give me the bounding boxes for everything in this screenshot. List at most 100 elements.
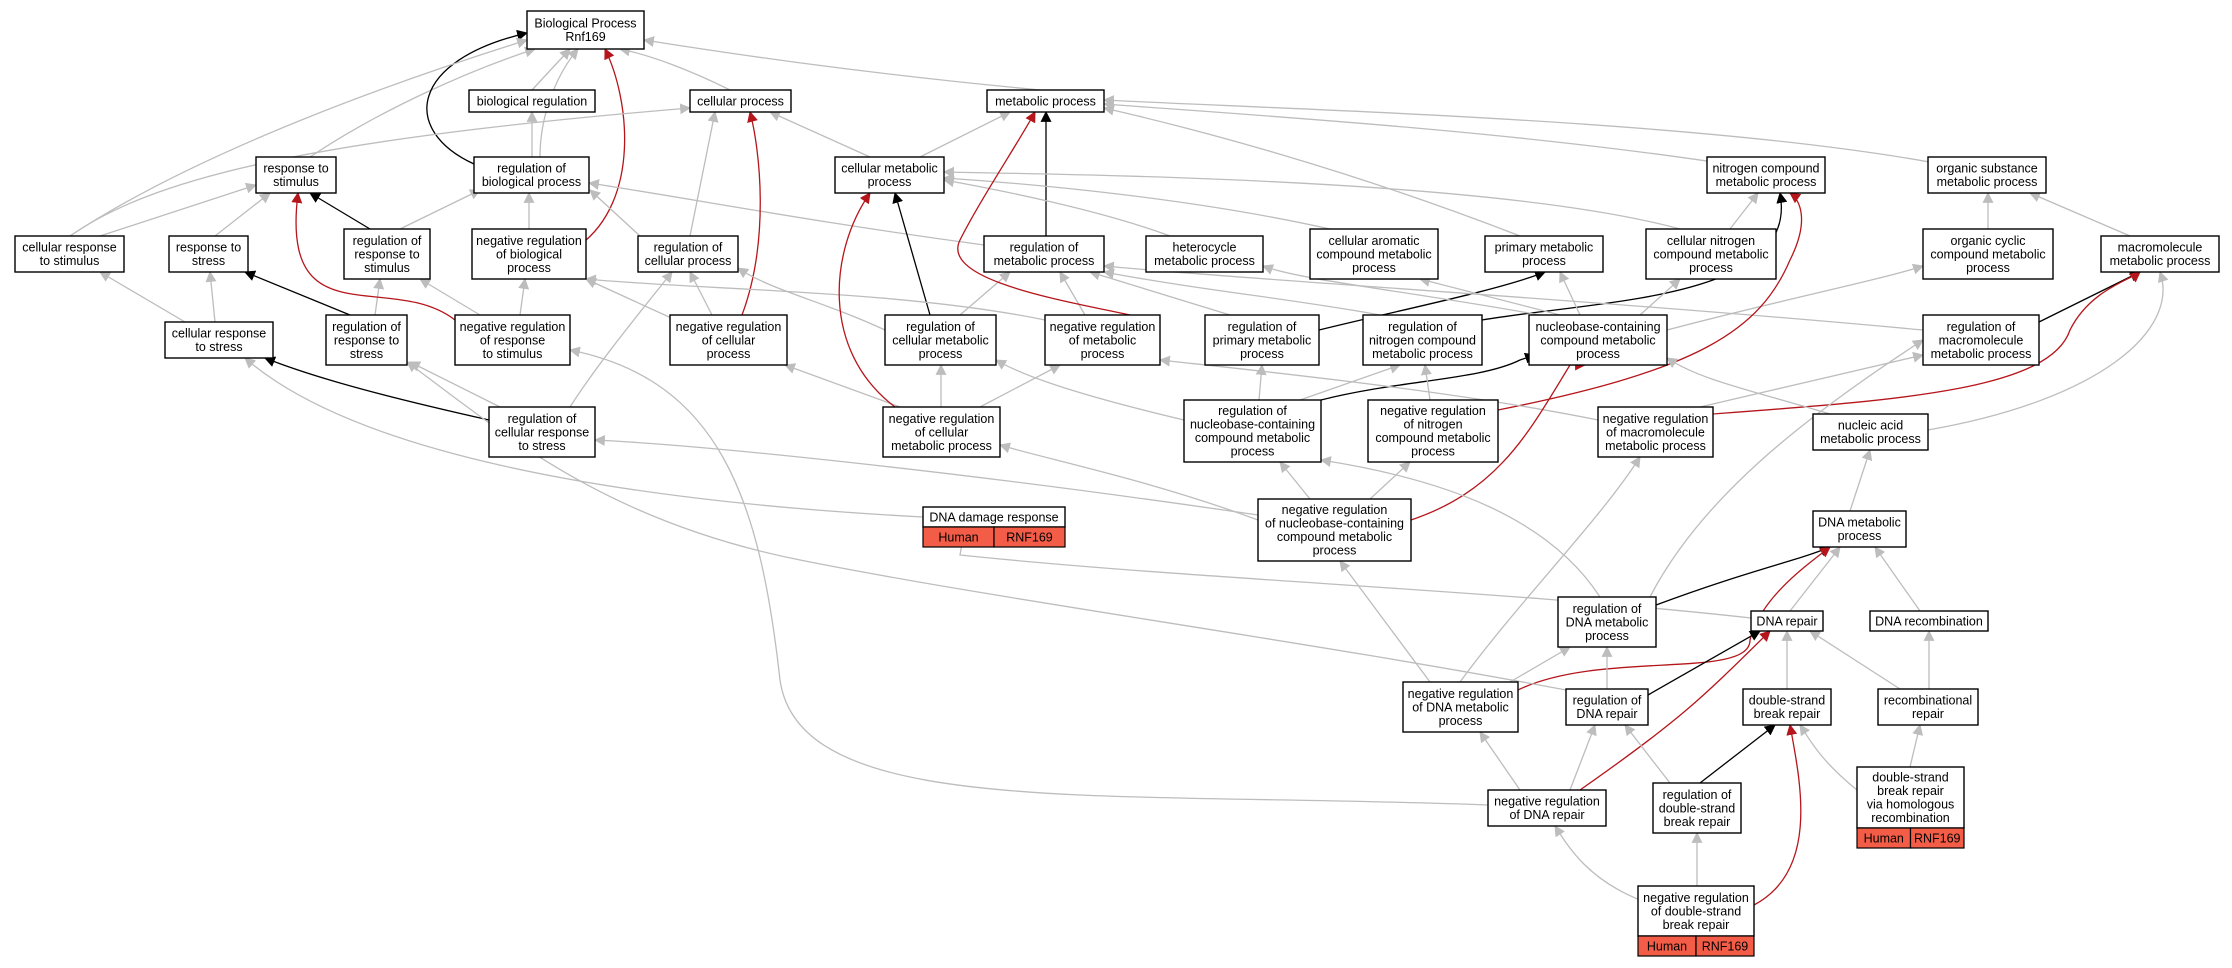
node-label-line: Biological Process <box>534 17 636 31</box>
edge-regulation-of-cellular-response-to-stress-to-regulation-of-cellular-process <box>569 271 673 408</box>
node-biological-regulation[interactable]: biological regulation <box>468 89 596 113</box>
node-label-line: of metabolic <box>1069 333 1136 347</box>
edge-dna-recombination-to-dna-metabolic-process <box>1874 546 1921 612</box>
edge-response-to-stress-to-response-to-stimulus <box>214 192 271 237</box>
node-label-line: DNA repair <box>1576 707 1637 721</box>
node-label-line: of nucleobase-containing <box>1265 517 1404 531</box>
node-label-line: process <box>919 347 963 361</box>
edge-primary-metabolic-process-to-metabolic-process <box>1102 104 1521 237</box>
node-label-line: cellular metabolic <box>841 162 938 176</box>
node-box <box>1750 610 1824 632</box>
node-metabolic-process[interactable]: metabolic process <box>986 89 1105 113</box>
node-label-line: process <box>868 175 912 189</box>
node-label-line: compound metabolic <box>1375 431 1490 445</box>
node-box <box>473 156 590 194</box>
node-label-line: of cellular <box>702 333 756 347</box>
species-label: Human <box>1647 939 1687 953</box>
edge-cellular-response-to-stimulus-to-response-to-stimulus <box>99 182 258 237</box>
node-box <box>1309 228 1439 280</box>
node-label-line: negative regulation <box>889 412 995 426</box>
node-cellular-process[interactable]: cellular process <box>689 89 792 113</box>
node-label-line: process <box>1522 254 1566 268</box>
node-box <box>1927 156 2047 194</box>
node-box <box>164 321 274 359</box>
edge-cellular-nitrogen-compound-metabolic-process-to-nitrogen-compound-metabolic-process <box>1729 192 1759 230</box>
node-label-line: DNA metabolic <box>1566 615 1649 629</box>
edge-negative-regulation-of-dna-metabolic-process-to-regulation-of-dna-metabolic-process <box>1509 646 1571 683</box>
edge-cellular-metabolic-process-to-metabolic-process <box>919 111 1011 158</box>
node-label-line: regulation of <box>1388 320 1457 334</box>
node-box <box>488 406 596 458</box>
edge-regulation-of-dna-repair-to-dna-repair <box>1647 630 1761 696</box>
node-label-line: metabolic process <box>1931 347 2032 361</box>
edge-regulation-of-nitrogen-compound-metabolic-process-to-regulation-of-metabolic-process <box>1102 268 1381 316</box>
node-box <box>1597 406 1714 458</box>
node-label-line: of DNA metabolic <box>1412 700 1509 714</box>
node-dna-recombination[interactable]: DNA recombination <box>1869 610 1989 632</box>
node-label-line: break repair <box>1877 784 1944 798</box>
edge-nitrogen-compound-metabolic-process-to-metabolic-process <box>1102 99 1721 164</box>
edge-organic-substance-metabolic-process-to-metabolic-process <box>1102 95 1936 164</box>
species-label: Human <box>1864 831 1904 845</box>
node-label-line: of biological <box>496 247 562 261</box>
edge-negative-regulation-of-nucleobase-containing-compound-metabolic-process-to-negative-regulation-of-cellular-metabolic-process <box>998 442 1259 521</box>
node-label-line: negative regulation <box>1603 412 1709 426</box>
node-label-line: to stress <box>518 439 565 453</box>
node-label-line: process <box>1966 261 2010 275</box>
node-box <box>1565 688 1649 726</box>
node-regulation-of-nucleobase-containing-compound-metabolic-process[interactable]: regulation ofnucleobase-containingcompou… <box>1183 399 1322 463</box>
node-label-line: negative regulation <box>676 320 782 334</box>
node-label-line: stimulus <box>273 175 319 189</box>
edge-dna-metabolic-process-to-nucleic-acid-metabolic-process <box>1849 448 1873 512</box>
node-label-line: regulation of <box>1218 404 1287 418</box>
node-label-line: negative regulation <box>1494 795 1600 809</box>
node-label-line: process <box>1439 714 1483 728</box>
node-dna-repair[interactable]: DNA repair <box>1750 610 1824 632</box>
